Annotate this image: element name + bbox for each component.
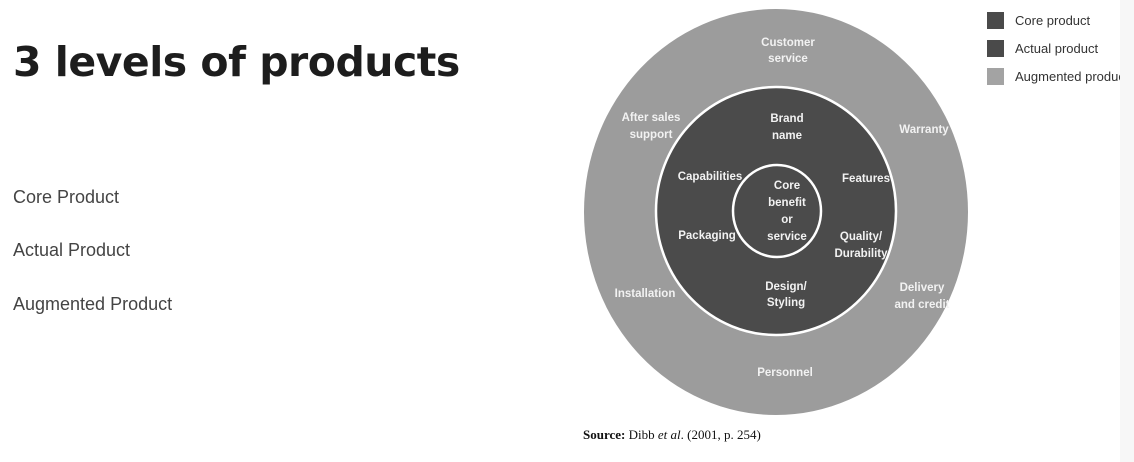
legend-swatch-actual [987,40,1004,57]
core-product-circle [731,163,823,259]
label-brand: Brand [770,113,803,125]
label-design-2: Styling [767,297,805,309]
label-quality-2: Durability [834,248,888,260]
label-warranty: Warranty [899,124,949,136]
legend-label-core: Core product [1015,13,1091,28]
source-label: Source: [583,427,626,442]
source-citation: Source: Dibb et al. (2001, p. 254) [583,427,761,443]
product-levels-figure: Customer service After sales support War… [580,0,1120,462]
label-after-sales: After sales [622,112,681,124]
product-levels-diagram: Customer service After sales support War… [584,9,1120,415]
label-personnel: Personnel [757,367,813,379]
augmented-labels: Customer service After sales support War… [615,37,950,379]
bullet-actual-product: Actual Product [13,240,131,260]
source-author: Dibb [628,427,658,442]
legend-swatch-core [987,12,1004,29]
label-brand-2: name [772,130,802,142]
label-delivery-2: and credit [895,299,950,311]
label-installation: Installation [615,288,676,300]
label-after-sales-2: support [630,129,673,141]
label-features: Features [842,173,890,185]
legend-label-augmented: Augmented product [1015,69,1120,84]
label-capabilities: Capabilities [678,171,743,183]
actual-labels: Brand name Capabilities Features Packagi… [678,113,890,309]
figure-edge [1120,0,1134,462]
legend-label-actual: Actual product [1015,41,1098,56]
legend: Core product Actual product Augmented pr… [987,12,1120,85]
source-etal: et al [657,427,681,442]
label-delivery: Delivery [900,282,945,294]
label-core-3: or [781,214,793,226]
source-rest: . (2001, p. 254) [680,427,761,442]
label-customer-service: Customer [761,37,815,49]
bullet-core-product: Core Product [13,187,120,207]
label-quality: Quality/ [840,231,883,243]
label-packaging: Packaging [678,230,736,242]
label-core-1: Core [774,180,800,192]
label-design: Design/ [765,281,807,293]
label-core-2: benefit [768,197,806,209]
page-title: 3 levels of products [13,38,460,86]
legend-swatch-augmented [987,68,1004,85]
bullet-augmented-product: Augmented Product [13,294,173,314]
label-customer-service-2: service [768,53,808,65]
core-labels: Core benefit or service [767,180,807,243]
label-core-4: service [767,231,807,243]
